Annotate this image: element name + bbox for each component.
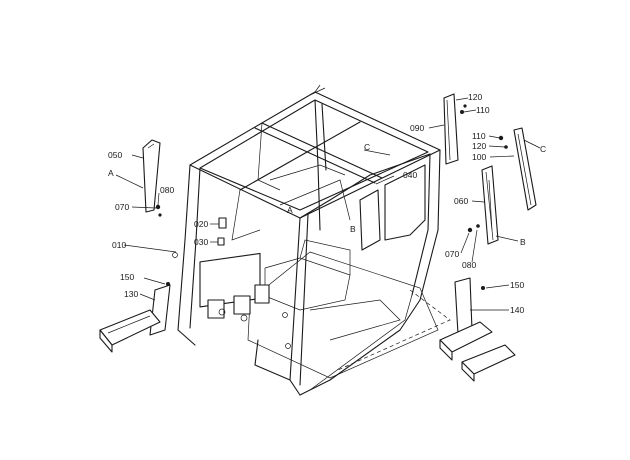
part-140-step <box>439 277 516 382</box>
ref-a-frame: A <box>287 205 293 215</box>
assembly-boundary <box>337 289 451 371</box>
callout-140: 140 <box>510 305 524 315</box>
callout-010: 010 <box>112 240 126 250</box>
callout-070a: 070 <box>115 202 129 212</box>
callout-120b: 120 <box>472 141 486 151</box>
callout-060: 060 <box>454 196 468 206</box>
callout-050: 050 <box>108 150 122 160</box>
callout-110a: 110 <box>476 105 490 115</box>
part-020-bracket <box>217 217 227 246</box>
leader-lines <box>115 97 541 311</box>
callout-150b: 150 <box>510 280 524 290</box>
ref-b-frame: B <box>350 224 356 234</box>
ref-a-left: A <box>108 168 114 178</box>
callout-040: 040 <box>403 170 417 180</box>
callout-080a: 080 <box>160 185 174 195</box>
part-050-post-cover <box>142 139 162 217</box>
callout-070b: 070 <box>445 249 459 259</box>
callout-080b: 080 <box>462 260 476 270</box>
callout-110b: 110 <box>472 131 486 141</box>
callout-labels: 050 080 070 010 020 030 040 090 120 110 … <box>108 92 524 315</box>
cab-floor <box>247 239 439 379</box>
callout-030: 030 <box>194 237 208 247</box>
part-090-post-cover <box>443 93 467 165</box>
ref-b-right: B <box>520 237 526 247</box>
callout-100: 100 <box>472 152 486 162</box>
callout-130: 130 <box>124 289 138 299</box>
callout-090: 090 <box>410 123 424 133</box>
ref-c-frame: C <box>364 142 370 152</box>
ref-c-right: C <box>540 144 546 154</box>
callout-150a: 150 <box>120 272 134 282</box>
part-100-pillar <box>498 127 537 211</box>
part-130-step <box>99 282 171 353</box>
part-060-pillar <box>467 165 499 245</box>
callout-120a: 120 <box>468 92 482 102</box>
cab-frame <box>172 84 441 396</box>
callout-020: 020 <box>194 219 208 229</box>
reference-letters: A A B B C C <box>108 142 546 247</box>
